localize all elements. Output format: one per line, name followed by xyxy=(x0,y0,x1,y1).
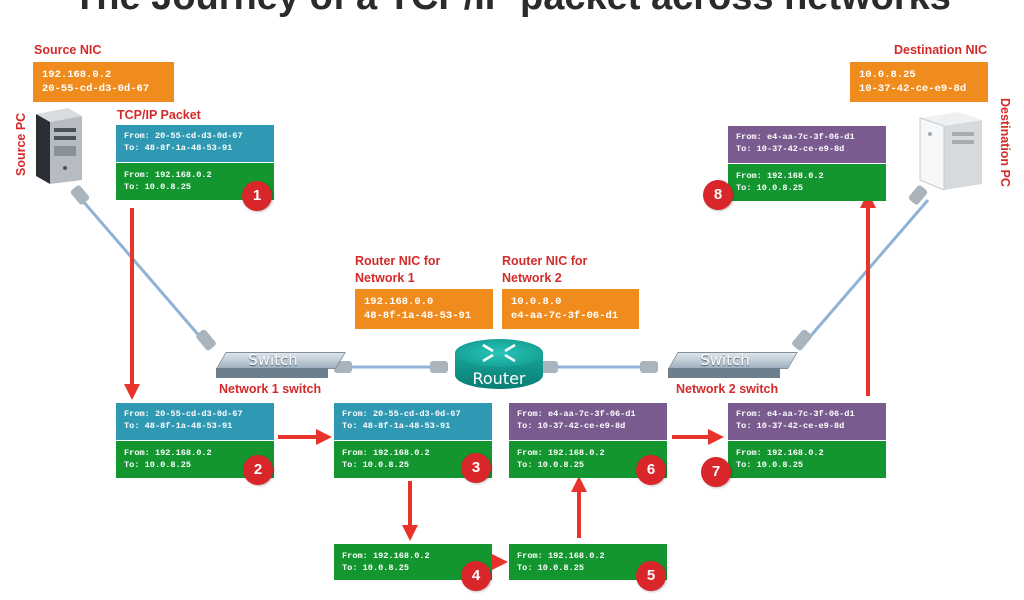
destination-nic-box: 10.0.8.25 10-37-42-ce-e9-8d xyxy=(850,62,988,102)
network-2-switch-label: Network 2 switch xyxy=(676,382,779,396)
source-nic-box: 192.168.0.2 20-55-cd-d3-0d-67 xyxy=(33,62,174,102)
cable-destination-pc xyxy=(800,199,930,347)
source-nic-label: Source NIC xyxy=(34,43,102,57)
router-nic-1-label: Router NIC for Network 1 xyxy=(355,254,441,285)
router-text: Router xyxy=(472,369,526,388)
router-nic-1-box: 192.168.0.0 48-8f-1a-48-53-91 xyxy=(355,289,493,329)
source-nic-ip: 192.168.0.2 xyxy=(42,69,112,81)
step-badge-1: 1 xyxy=(242,181,272,211)
connector xyxy=(640,361,658,373)
step-badge-4: 4 xyxy=(461,561,491,591)
source-pc-icon xyxy=(36,108,82,184)
router-nic-2-label: Router NIC for Network 2 xyxy=(502,254,588,285)
destination-nic-ip: 10.0.8.25 xyxy=(859,69,916,81)
cable-source-pc xyxy=(80,199,210,347)
connector xyxy=(908,185,928,205)
connector xyxy=(70,185,90,205)
tcpip-packet-label: TCP/IP Packet xyxy=(117,108,201,122)
network-2-switch: Switch xyxy=(668,351,798,378)
connector xyxy=(792,329,812,351)
connector xyxy=(196,329,216,351)
switch-2-text: Switch xyxy=(700,351,750,369)
destination-nic-mac: 10-37-42-ce-e9-8d xyxy=(859,83,967,95)
source-nic-mac: 20-55-cd-d3-0d-67 xyxy=(42,83,150,95)
step-badge-8: 8 xyxy=(703,180,733,210)
connector xyxy=(430,361,448,373)
connector xyxy=(540,361,558,373)
router-nic-1-mac: 48-8f-1a-48-53-91 xyxy=(364,310,472,322)
step-badge-3: 3 xyxy=(461,453,491,483)
step-badge-5: 5 xyxy=(636,561,666,591)
router-arrows-icon xyxy=(482,343,516,363)
destination-pc-label: Destination PC xyxy=(998,98,1012,187)
source-pc-label: Source PC xyxy=(14,112,28,176)
router: Router xyxy=(455,339,543,395)
destination-pc-icon xyxy=(919,112,982,190)
router-nic-2-box: 10.0.8.0 e4-aa-7c-3f-06-d1 xyxy=(502,289,639,329)
switch-1-text: Switch xyxy=(248,351,298,369)
router-nic-1-ip: 192.168.0.0 xyxy=(364,296,434,308)
network-1-switch: Switch xyxy=(216,351,346,378)
step-badge-7: 7 xyxy=(701,457,731,487)
router-nic-2-mac: e4-aa-7c-3f-06-d1 xyxy=(511,310,619,322)
step-badge-2: 2 xyxy=(243,455,273,485)
network-1-switch-label: Network 1 switch xyxy=(219,382,322,396)
page-title: The Journey of a TCP/IP packet across ne… xyxy=(0,0,1024,19)
step-badge-6: 6 xyxy=(636,455,666,485)
router-nic-2-ip: 10.0.8.0 xyxy=(511,296,562,308)
destination-nic-label: Destination NIC xyxy=(894,43,988,57)
